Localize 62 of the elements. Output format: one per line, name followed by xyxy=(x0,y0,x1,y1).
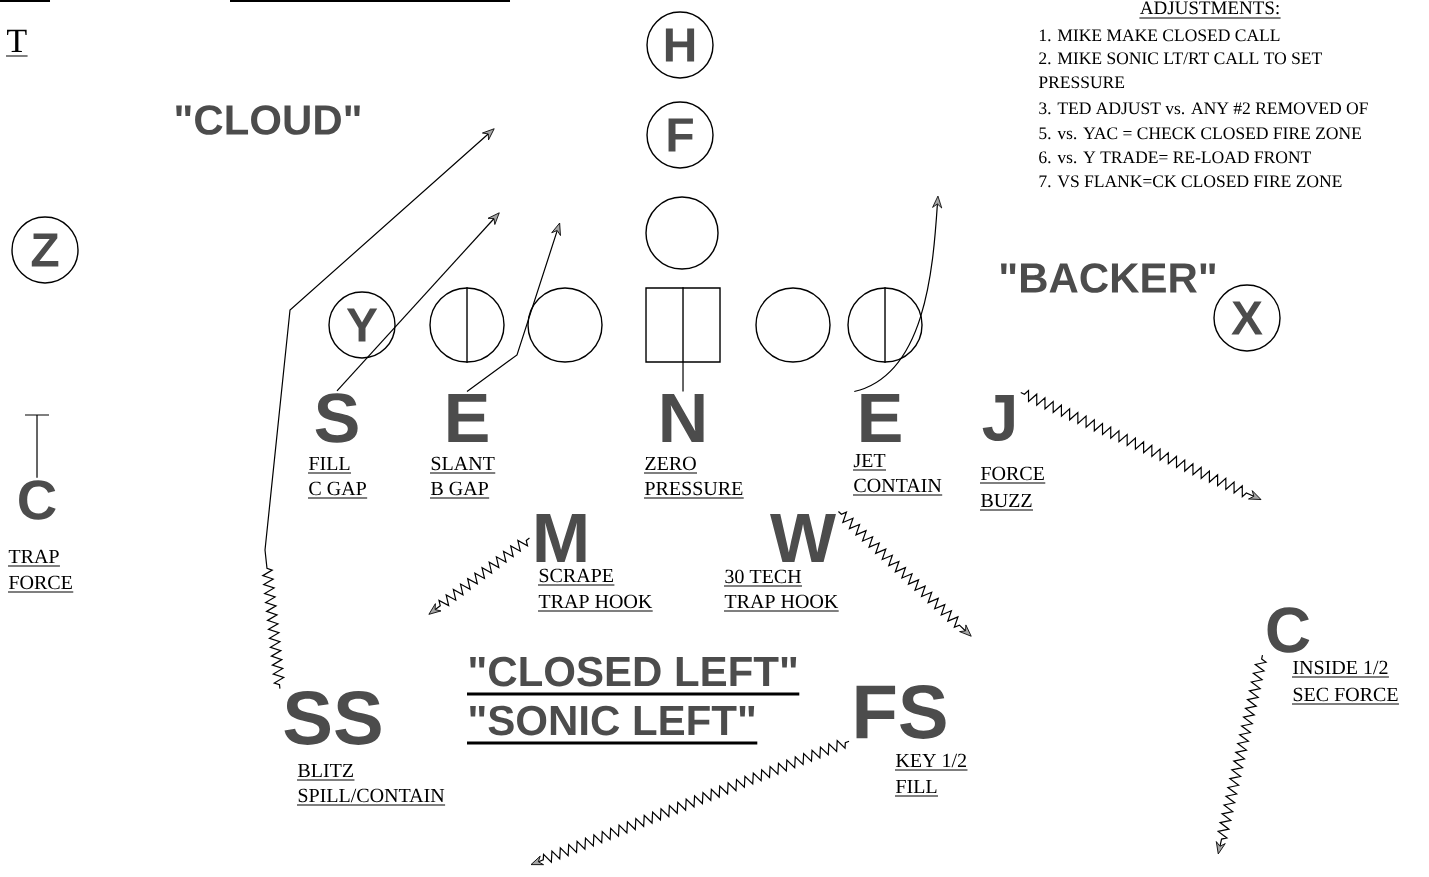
player-letter: C xyxy=(1267,607,1310,653)
assignment-text: BLITZ xyxy=(296,763,355,781)
bar-line xyxy=(24,414,50,479)
adjustment-item: 3. TED ADJUST vs. ANY #2 REMOVED OF xyxy=(1039,102,1368,115)
assignment-text: PRESSURE xyxy=(643,481,745,499)
assignment-text: CONTAIN xyxy=(852,478,943,496)
blitz-route-arrow xyxy=(261,128,495,690)
center-square xyxy=(645,286,721,364)
assignment-text: FORCE xyxy=(979,466,1046,484)
player-letter: J xyxy=(982,394,1014,442)
player-letter: W xyxy=(770,513,836,563)
player-letter: N xyxy=(662,393,704,443)
adjustment-item: 5. vs. YAC = CHECK CLOSED FIRE ZONE xyxy=(1039,127,1361,140)
player-letter: FS xyxy=(856,685,946,739)
assignment-text: BUZZ xyxy=(979,493,1034,511)
heading-fragment: T xyxy=(5,29,29,57)
adjustment-item: 2. MIKE SONIC LT/RT CALL TO SET PRESSURE xyxy=(1038,52,1322,89)
lineman-circle xyxy=(847,286,923,364)
assignment-text: INSIDE 1/2 xyxy=(1291,660,1390,678)
defense-call: "SONIC LEFT" xyxy=(467,705,758,745)
assignment-text: FORCE xyxy=(7,575,74,593)
zigzag-arrow xyxy=(428,537,531,615)
zigzag-arrow xyxy=(530,739,850,866)
zigzag-arrow xyxy=(837,510,972,637)
assignment-text: TRAP HOOK xyxy=(723,594,840,612)
assignment-text: JET xyxy=(852,453,887,471)
adjustment-item: 6. vs. Y TRADE= RE-LOAD FRONT xyxy=(1039,151,1311,164)
formation-call: "CLOUD" xyxy=(176,105,360,135)
player-letter: E xyxy=(448,393,488,443)
player-letter: M xyxy=(536,513,586,563)
assignment-text: TRAP xyxy=(7,549,61,567)
adjustment-item: 7. VS FLANK=CK CLOSED FIRE ZONE xyxy=(1039,175,1342,188)
assignment-text: TRAP HOOK xyxy=(537,594,654,612)
adjustment-item: 1. MIKE MAKE CLOSED CALL xyxy=(1039,29,1280,42)
assignment-text: ZERO xyxy=(643,456,698,474)
assignment-text: SPILL/CONTAIN xyxy=(296,788,446,806)
player-letter: C xyxy=(19,480,56,520)
route-arrow xyxy=(336,212,500,392)
lineman-circle xyxy=(429,286,505,364)
defense-call: "CLOSED LEFT" xyxy=(467,656,800,696)
zigzag-arrow xyxy=(1215,654,1268,855)
lineman-circle xyxy=(527,287,603,363)
assignment-text: C GAP xyxy=(307,481,368,499)
player-letter: SS xyxy=(284,691,381,745)
route-arrow xyxy=(466,222,561,393)
adjustments-heading: ADJUSTMENTS: xyxy=(1138,1,1282,19)
assignment-text: FILL xyxy=(307,456,352,474)
route-arrow xyxy=(853,195,943,393)
lineman-circle xyxy=(645,196,719,270)
assignment-text: B GAP xyxy=(429,481,490,499)
assignment-text: KEY 1/2 xyxy=(894,753,968,771)
lineman-circle xyxy=(755,287,831,363)
zigzag-arrow xyxy=(1020,389,1262,500)
player-letter: E xyxy=(861,393,901,443)
formation-call: "BACKER" xyxy=(1001,263,1215,293)
assignment-text: FILL xyxy=(894,779,939,797)
assignment-text: SLANT xyxy=(429,456,496,474)
block-line xyxy=(682,362,684,393)
assignment-text: SCRAPE xyxy=(537,568,615,586)
assignment-text: 30 TECH xyxy=(723,569,803,587)
player-letter: S xyxy=(315,393,358,443)
assignment-text: SEC FORCE xyxy=(1291,687,1400,705)
